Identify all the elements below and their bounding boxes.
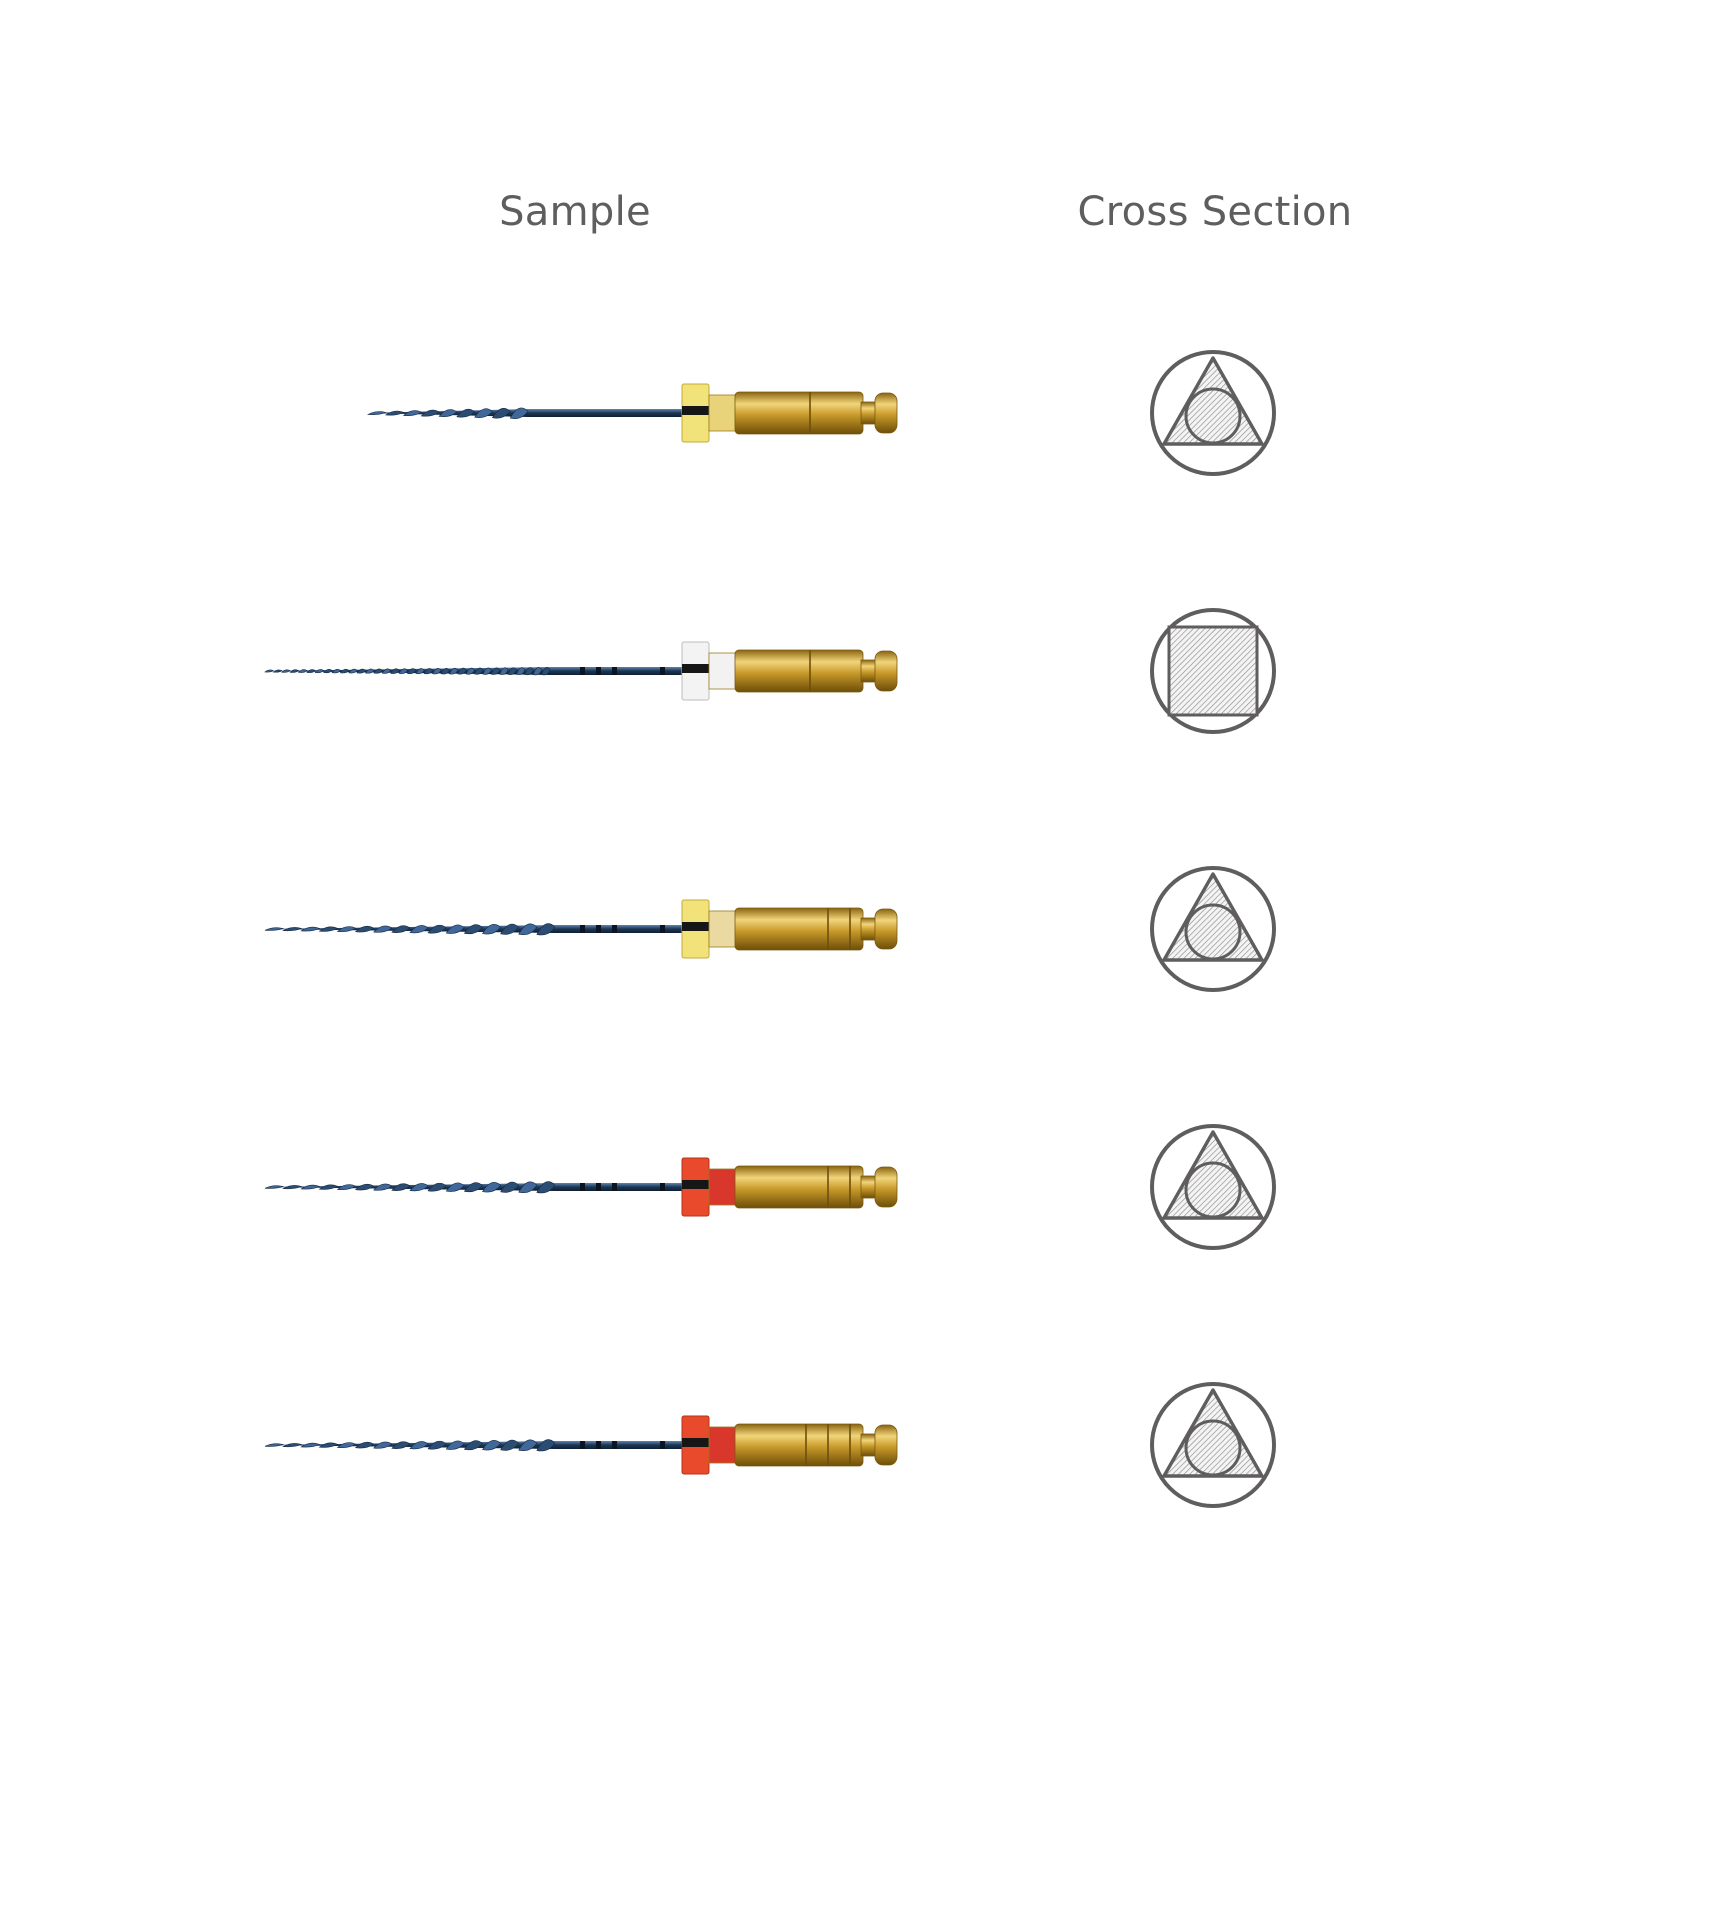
sample-column-header: Sample	[499, 189, 651, 235]
file-blade	[264, 1181, 556, 1194]
depth-marks	[580, 1441, 665, 1449]
gold-handle	[708, 391, 898, 435]
rubber-stopper	[681, 1415, 710, 1475]
triangle-in-circle-icon	[1150, 350, 1276, 476]
endodontic-file-3	[264, 899, 898, 959]
rubber-stopper	[681, 899, 710, 959]
file-shaft	[555, 925, 682, 933]
depth-marks	[580, 1183, 665, 1191]
gold-handle	[708, 1423, 898, 1467]
rubber-stopper	[681, 1157, 710, 1217]
file-shaft	[555, 1441, 682, 1449]
file-blade	[366, 407, 529, 419]
square-in-circle-icon	[1150, 608, 1276, 734]
rubber-stopper	[681, 641, 710, 701]
triangle-in-circle-icon	[1150, 1124, 1276, 1250]
triangle-in-circle-icon	[1150, 1382, 1276, 1508]
gold-handle	[708, 1165, 898, 1209]
triangle-in-circle-icon	[1150, 866, 1276, 992]
depth-marks	[580, 667, 665, 675]
file-shaft	[555, 1183, 682, 1191]
depth-marks	[580, 925, 665, 933]
gold-handle	[708, 907, 898, 951]
cross-section-column-header: Cross Section	[1077, 189, 1353, 235]
file-blade	[264, 923, 556, 936]
file-shaft	[528, 409, 682, 417]
endodontic-file-1	[366, 383, 898, 443]
rubber-stopper	[681, 383, 710, 443]
file-blade	[264, 1439, 556, 1452]
gold-handle	[708, 649, 898, 693]
endodontic-file-2	[264, 641, 898, 701]
endodontic-file-5	[264, 1415, 898, 1475]
file-blade	[264, 667, 551, 676]
endodontic-file-4	[264, 1157, 898, 1217]
